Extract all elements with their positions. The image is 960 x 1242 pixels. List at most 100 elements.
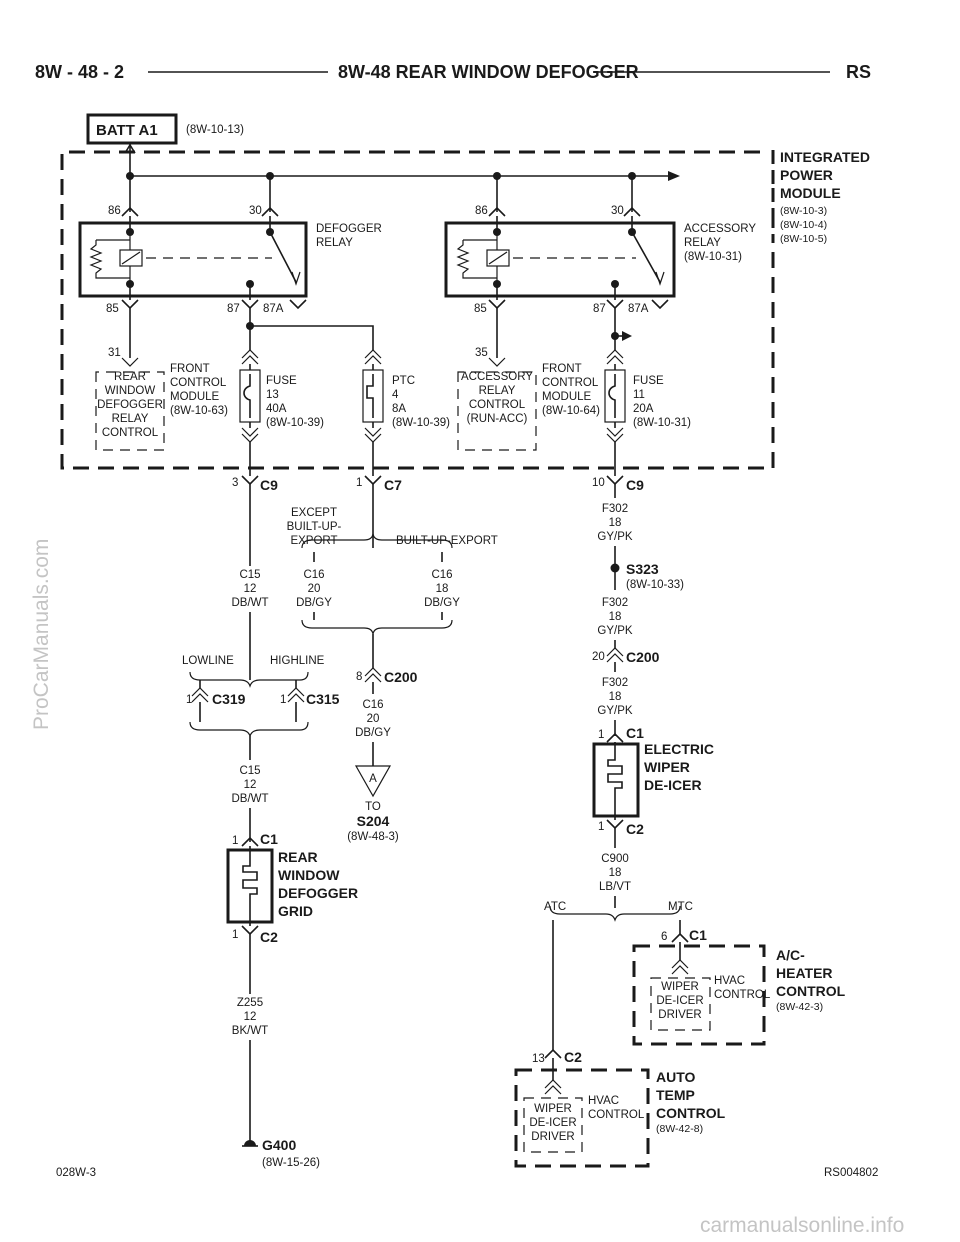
- c16b-2: 18: [436, 583, 449, 595]
- acc-coil-diag: [488, 251, 508, 265]
- ac-enclosure: [632, 944, 766, 1046]
- c16c-2: 20: [367, 713, 380, 725]
- c7-pin: 1: [356, 477, 362, 489]
- fuse11-line-2: 11: [633, 389, 645, 401]
- fuse13-line-2: 13: [266, 389, 279, 401]
- defog-87a-contact: [291, 271, 301, 286]
- batt-feed-arrow: [124, 143, 136, 154]
- fcm-defog-pin: 31: [108, 347, 121, 359]
- defog-86-terminal: [121, 206, 139, 217]
- c315-terminal: [287, 687, 305, 703]
- defogger-relay: 86 30 85 87 87A DEFOGGER RELAY: [78, 205, 382, 315]
- c16a-1: C16: [303, 569, 324, 581]
- c200-right-terminal: [606, 647, 624, 663]
- grid-c2-pin: 1: [232, 929, 238, 941]
- model-code: RS: [846, 62, 871, 82]
- fcm-defog-inner-2: WINDOW: [105, 385, 156, 397]
- c15a-1: C15: [239, 569, 260, 581]
- c9-right-pin: 10: [592, 477, 605, 489]
- s204-flag: [354, 765, 392, 798]
- ptc4-line-1: PTC: [392, 375, 415, 387]
- atc-c2-pin: 13: [532, 1053, 545, 1065]
- ground-name: G400: [262, 1137, 296, 1153]
- defog-30-terminal: [261, 206, 279, 217]
- z255-3: BK/WT: [232, 1025, 268, 1037]
- footer-left-code: 028W-3: [56, 1167, 96, 1179]
- c319-connector: [191, 687, 209, 722]
- side-watermark: ProCarManuals.com: [30, 539, 53, 730]
- page-title: 8W-48 REAR WINDOW DEFOGGER: [338, 62, 639, 82]
- ipm-name-3: MODULE: [780, 185, 841, 201]
- c16a-2: 20: [308, 583, 321, 595]
- s204-flag-letter: A: [369, 773, 377, 785]
- atc-side-1: HVAC: [588, 1095, 619, 1107]
- bus-arrow: [668, 171, 680, 181]
- deicer-c1-name: C1: [626, 725, 644, 741]
- ptc4-line-4: (8W-10-39): [392, 417, 450, 429]
- ipm-ref-1: (8W-10-3): [780, 205, 827, 217]
- grid-element: [242, 846, 258, 926]
- defog-pin-30: 30: [249, 205, 262, 217]
- c9-right-terminal: [606, 475, 624, 486]
- c315-pin: 1: [280, 694, 286, 706]
- c900-2: 18: [609, 867, 622, 879]
- mtc-label: MTC: [668, 901, 693, 913]
- s323-name: S323: [626, 561, 659, 577]
- c16a-3: DB/GY: [296, 597, 332, 609]
- fcm-defog-inner-3: DEFOGGER: [97, 399, 163, 411]
- deicer-c2-name: C2: [626, 821, 644, 837]
- deicer-c2-pin: 1: [598, 821, 604, 833]
- acc-pin-85: 85: [474, 303, 487, 315]
- fcm-acc-inner-3: CONTROL: [469, 399, 526, 411]
- grid-name-4: GRID: [278, 903, 313, 919]
- c7-name: C7: [384, 477, 402, 493]
- c200-right-pin: 20: [592, 651, 605, 663]
- atc-name-3: CONTROL: [656, 1105, 726, 1121]
- fcm-defog-outer-2: CONTROL: [170, 377, 227, 389]
- c9-left-name: C9: [260, 477, 278, 493]
- ac-name-2: HEATER: [776, 965, 833, 981]
- atc-c2-terminal: [544, 1048, 562, 1059]
- fcm-acc-inner-1: ACCESSORY: [461, 371, 533, 383]
- fuse11-line-4: (8W-10-31): [633, 417, 691, 429]
- ptc4-line-3: 8A: [392, 403, 406, 415]
- defog-pin-86: 86: [108, 205, 121, 217]
- c15b-2: 12: [244, 779, 257, 791]
- fuse13-bot-terminal: [241, 427, 259, 443]
- page-number: 8W - 48 - 2: [35, 62, 124, 82]
- ptc4-bot-terminal: [364, 427, 382, 443]
- export-brace-top: [301, 533, 453, 549]
- deicer-c2-terminal: [606, 819, 624, 830]
- footer-right-code: RS004802: [824, 1167, 878, 1179]
- fcm-acc-inner-4: (RUN-ACC): [467, 413, 528, 425]
- grid-c1-name: C1: [260, 831, 278, 847]
- f302c-1: F302: [602, 677, 628, 689]
- c9-left-pin: 3: [232, 477, 238, 489]
- atc-c2-name: C2: [564, 1049, 582, 1065]
- lowline-label: LOWLINE: [182, 655, 234, 667]
- s323-splice: [610, 563, 620, 573]
- ac-c1-pin: 6: [661, 931, 667, 943]
- ac-inner-2: DE-ICER: [656, 995, 703, 1007]
- c9-left-terminal: [241, 475, 259, 486]
- ac-name-1: A/C-: [776, 947, 805, 963]
- export-brace-bot: [301, 619, 453, 635]
- ptc-4: PTC 4 8A (8W-10-39): [362, 349, 450, 443]
- fuse11-element: [608, 374, 616, 418]
- fcm-acc-outer-2: CONTROL: [542, 377, 599, 389]
- fcm-defog-outer-1: FRONT: [170, 363, 210, 375]
- c900-3: LB/VT: [599, 881, 631, 893]
- atc-inner-box: [523, 1097, 583, 1153]
- acc-relay-name-1: ACCESSORY: [684, 223, 756, 235]
- acc-coil: [486, 249, 510, 267]
- s204-name: S204: [357, 813, 390, 829]
- deicer-name-1: ELECTRIC: [644, 741, 714, 757]
- f302c-2: 18: [609, 691, 622, 703]
- fuse13-element: [243, 374, 251, 418]
- ipm-name-1: INTEGRATED: [780, 149, 870, 165]
- defog-85-terminal: [121, 299, 139, 310]
- defog-87a-terminal: [289, 299, 307, 310]
- ptc4-line-2: 4: [392, 389, 399, 401]
- fuse11-line-1: FUSE: [633, 375, 664, 387]
- fuse13-line-4: (8W-10-39): [266, 417, 324, 429]
